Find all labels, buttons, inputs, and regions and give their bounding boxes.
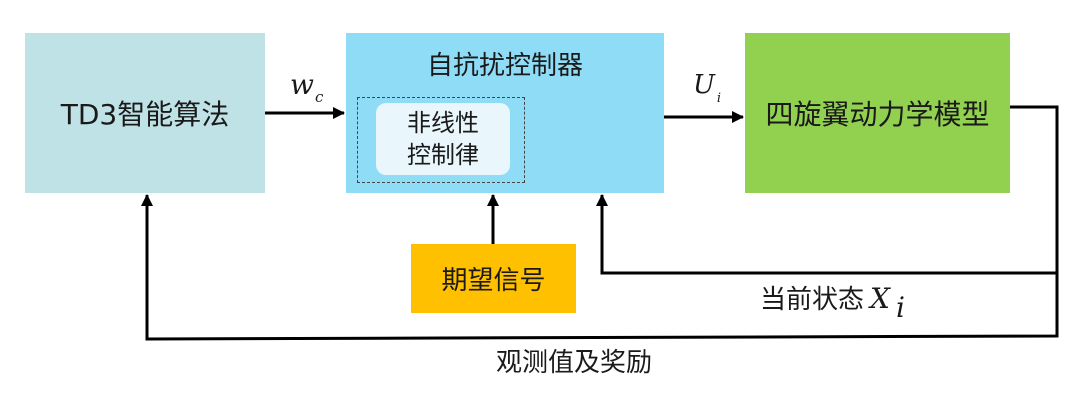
nonlinear-control-law-line2: 控制律 xyxy=(407,141,479,169)
wc-signal-label: wc xyxy=(290,68,323,106)
reference-signal-block: 期望信号 xyxy=(411,244,576,313)
wc-subscript: c xyxy=(314,88,324,106)
nonlinear-control-law-dashed-frame xyxy=(357,97,525,183)
quadrotor-dynamics-block: 四旋翼动力学模型 xyxy=(745,33,1010,193)
ui-subscript: i xyxy=(716,91,722,106)
nonlinear-control-law-line1: 非线性 xyxy=(407,109,479,137)
observation-reward-label: 观测值及奖励 xyxy=(496,342,652,379)
observation-reward-text: 观测值及奖励 xyxy=(496,348,653,378)
td3-algorithm-label: TD3智能算法 xyxy=(60,98,230,131)
reference-signal-label: 期望信号 xyxy=(441,266,546,296)
td3-algorithm-block: TD3智能算法 xyxy=(25,33,265,193)
state-symbol: X xyxy=(870,282,890,315)
current-state-text: 当前状态 xyxy=(760,285,865,315)
quadrotor-dynamics-label: 四旋翼动力学模型 xyxy=(765,98,990,131)
state-subscript: i xyxy=(895,291,905,324)
arrow-observation-reward-feedback xyxy=(141,194,1059,341)
ui-symbol: U xyxy=(693,70,715,100)
wc-symbol: w xyxy=(290,68,314,101)
nonlinear-control-law-block: 非线性 控制律 xyxy=(376,103,510,175)
adrc-controller-label: 自抗扰控制器 xyxy=(426,51,583,81)
